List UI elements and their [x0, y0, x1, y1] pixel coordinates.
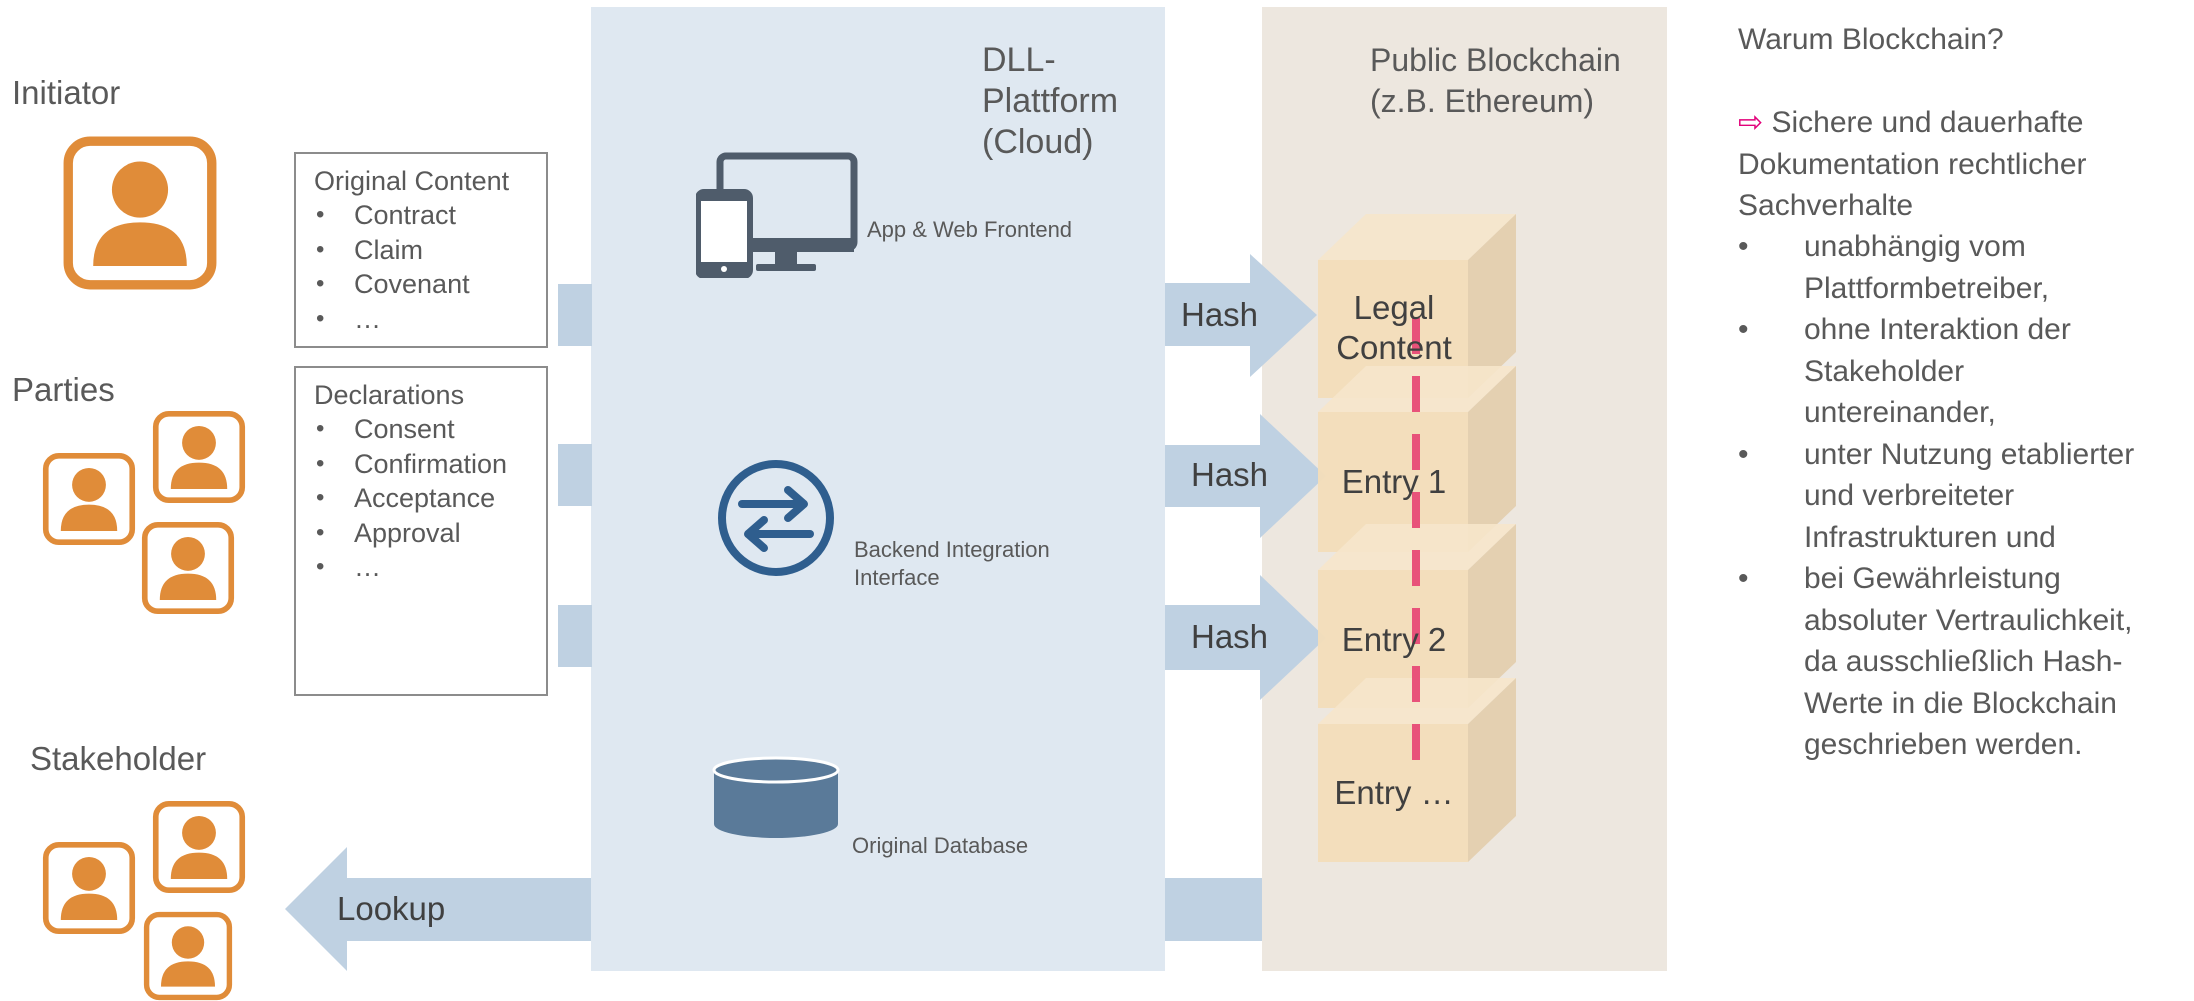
block-label-line: Content [1336, 329, 1452, 366]
list-item: bei Gewährleistung absoluter Vertraulich… [1738, 558, 2194, 766]
list-item: ohne Interaktion der Stakeholder unterei… [1738, 309, 2194, 434]
point-line: Infrastrukturen und [1804, 520, 2056, 554]
point-line: unabhängig vom [1804, 230, 2026, 263]
party-person-icon [145, 525, 231, 611]
intro-line: Sachverhalte [1738, 189, 1914, 222]
integration-icon [718, 460, 834, 576]
backend-label-line: Backend Integration [854, 537, 1050, 562]
stakeholder-person-icon [147, 915, 230, 998]
original-content-box: Original Content Contract Claim Covenant… [294, 152, 548, 348]
point-line: Werte in die Blockchain [1804, 686, 2117, 720]
block-entry-ellipsis [1318, 678, 1516, 862]
list-item: Claim [316, 233, 528, 268]
why-blockchain-heading: Warum Blockchain? [1738, 23, 2004, 56]
dll-platform-panel [591, 7, 1165, 971]
initiator-label: Initiator [12, 74, 121, 111]
point-line: unter Nutzung etablierter [1804, 437, 2135, 471]
declarations-box: Declarations Consent Confirmation Accept… [294, 366, 548, 696]
intro-text: Sichere und dauerhafte [1771, 106, 2084, 139]
frontend-label: App & Web Frontend [867, 217, 1073, 242]
stakeholder-label: Stakeholder [30, 740, 207, 777]
blockchain-blocks [1318, 214, 1516, 862]
point-line: absoluter Vertraulichkeit, [1804, 603, 2133, 637]
connector-declarations-2 [558, 605, 592, 667]
party-person-icon [156, 414, 242, 500]
why-blockchain-points: unabhängig vom Plattformbetreiber, ohne … [1738, 226, 2194, 766]
person-icons [0, 0, 260, 1001]
list-item: Approval [316, 516, 528, 551]
arrow-right-icon: ⇨ [1738, 106, 1764, 139]
list-item: Consent [316, 412, 528, 447]
original-content-list: Contract Claim Covenant … [314, 198, 528, 336]
dll-platform-title: DLL- Plattform (Cloud) [982, 40, 1118, 163]
point-line: Plattformbetreiber, [1804, 271, 2050, 305]
block-label-legal-content: Legal Content [1318, 288, 1470, 368]
devices-icon [696, 152, 858, 278]
hash-label-3: Hash [1191, 618, 1269, 655]
stakeholder-person-icon [156, 804, 242, 890]
original-content-title: Original Content [314, 166, 510, 196]
intro-line: Dokumentation rechtlicher [1738, 147, 2087, 181]
connector-declarations-1 [558, 444, 592, 506]
block-label-entry-1: Entry 1 [1341, 463, 1447, 500]
hash-label-1: Hash [1181, 296, 1259, 333]
initiator-person-icon [68, 141, 212, 285]
lookup-label: Lookup [337, 890, 446, 927]
block-label-line: Legal [1353, 289, 1435, 326]
stakeholder-person-icon [46, 845, 132, 931]
list-item: unter Nutzung etablierter und verbreitet… [1738, 434, 2194, 559]
point-line: und verbreiteter [1804, 479, 2015, 512]
block-label-entry-ellipsis: Entry … [1334, 774, 1454, 811]
parties-label: Parties [12, 371, 115, 408]
title-line: (Cloud) [982, 123, 1094, 161]
list-item: Acceptance [316, 481, 528, 516]
block-label-entry-2: Entry 2 [1341, 621, 1447, 658]
hash-arrow-3 [1165, 575, 1326, 700]
database-icon [712, 756, 840, 838]
backend-label-line: Interface [854, 565, 940, 590]
party-person-icon [46, 456, 132, 542]
list-item: Confirmation [316, 447, 528, 482]
public-blockchain-title: Public Blockchain (z.B. Ethereum) [1370, 40, 1621, 122]
point-line: bei Gewährleistung [1804, 562, 2061, 595]
point-line: ohne Interaktion der [1804, 313, 2071, 346]
list-item: unabhängig vom Plattformbetreiber, [1738, 226, 2194, 309]
title-line: Public Blockchain [1370, 42, 1621, 78]
backend-label: Backend Integration Interface [854, 536, 1050, 592]
intro-line: ⇨ Sichere und dauerhafte [1738, 102, 2188, 144]
point-line: Stakeholder [1804, 354, 1965, 388]
hash-arrow-2 [1165, 414, 1326, 538]
list-item: … [316, 302, 528, 337]
connector-original-content [558, 284, 592, 346]
point-line: geschrieben werden. [1804, 728, 2083, 761]
list-item: … [316, 550, 528, 585]
title-line: (z.B. Ethereum) [1370, 83, 1595, 119]
title-line: Plattform [982, 82, 1119, 120]
hash-label-2: Hash [1191, 456, 1269, 493]
database-label: Original Database [852, 833, 1029, 858]
title-line: DLL- [982, 41, 1056, 79]
declarations-title: Declarations [314, 380, 465, 410]
point-line: untereinander, [1804, 396, 1996, 429]
lookup-arrow [285, 847, 591, 971]
declarations-list: Consent Confirmation Acceptance Approval… [314, 412, 528, 585]
list-item: Contract [316, 198, 528, 233]
lookup-connector [1165, 878, 1262, 941]
list-item: Covenant [316, 267, 528, 302]
why-blockchain-intro: ⇨ Sichere und dauerhafte Dokumentation r… [1738, 102, 2188, 227]
hash-arrow-1 [1165, 254, 1317, 377]
point-line: da ausschließlich Hash- [1804, 645, 2123, 678]
